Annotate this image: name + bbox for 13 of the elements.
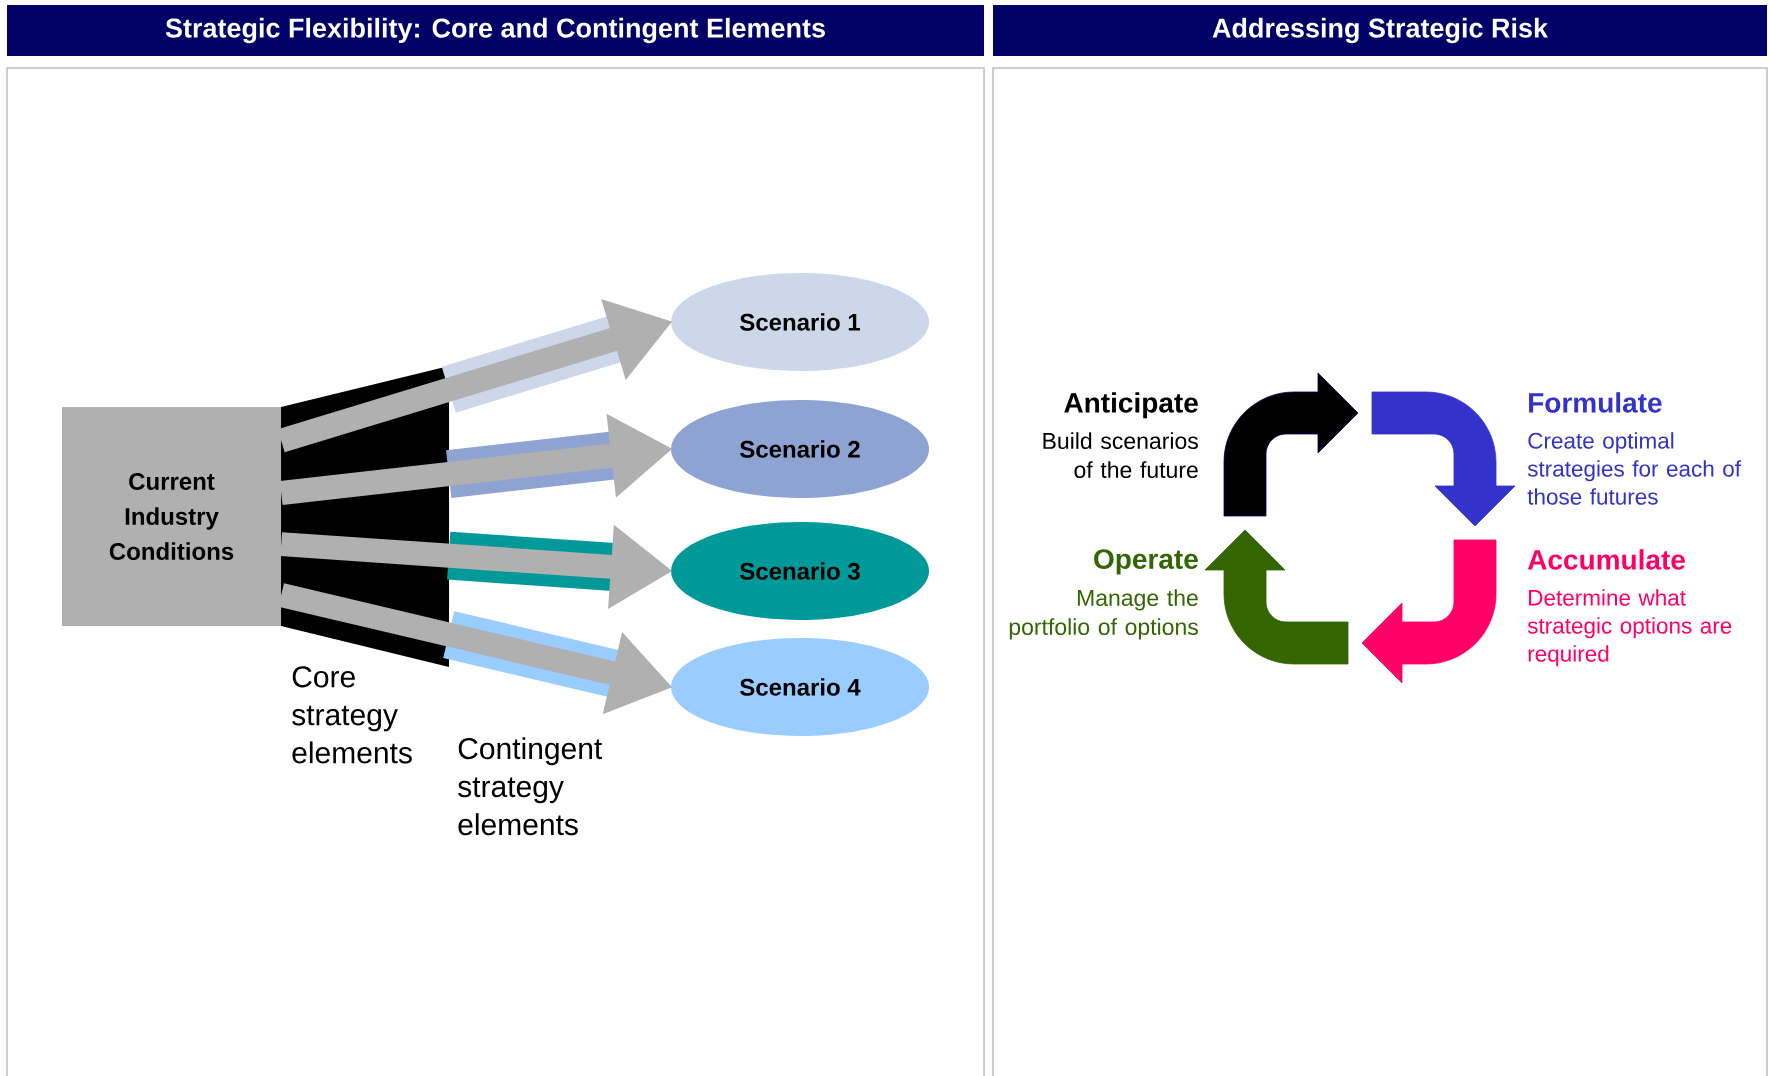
header-bar: Strategic Flexibility: Core and Contingent Elements <box>7 5 984 56</box>
stage-description: Create optimal strategies for each of those futures <box>1527 432 1742 505</box>
stage-heading: Anticipate <box>1064 392 1198 419</box>
stage-heading: Formulate <box>1529 392 1662 413</box>
stage-heading: Operate <box>1094 549 1198 575</box>
stage-description: Determine what strategic options are required <box>1527 589 1732 667</box>
stage-description: Build scenarios of the future <box>1043 432 1198 479</box>
stage-description: Manage the portfolio of options <box>1009 589 1198 640</box>
element-caption: Core strategy elements <box>292 666 412 764</box>
process-box: Current Industry Conditions <box>62 407 281 626</box>
header-bar: Addressing Strategic Risk <box>993 5 1767 56</box>
stage-heading: Accumulate <box>1527 549 1685 570</box>
element-caption: Contingent strategy elements <box>458 737 603 836</box>
